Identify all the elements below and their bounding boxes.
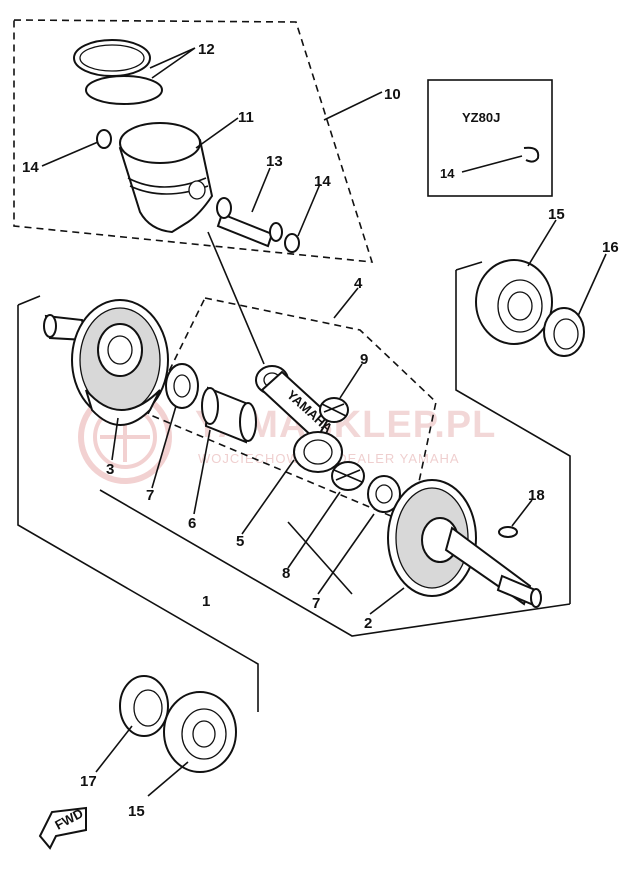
connecting-rod-group-dashed-outline: [146, 297, 437, 526]
callout-11: 11: [238, 109, 254, 126]
callout-15-bottom: 15: [128, 803, 145, 820]
callout-labels: 12 10 11 14 13 14 15 16 4 9 3 7 6 5 8 18…: [22, 41, 619, 820]
callout-8: 8: [282, 565, 290, 582]
callout-16: 16: [602, 239, 619, 256]
callout-10: 10: [384, 86, 401, 103]
callout-7-left: 7: [146, 487, 154, 504]
inset-model-label: YZ80J: [462, 110, 500, 125]
piston-pin: [216, 197, 283, 248]
woodruff-key: [498, 526, 518, 538]
piston-rings: [73, 39, 163, 105]
callout-14-left: 14: [22, 159, 39, 176]
piston-group-dashed-outline: [13, 19, 374, 263]
callout-9: 9: [360, 351, 368, 368]
crank-bearing-top: [475, 259, 553, 345]
crank-bearing-bottom: [163, 691, 237, 773]
inset-clip: [523, 146, 540, 163]
callout-7-right: 7: [312, 595, 320, 612]
callout-13: 13: [266, 153, 283, 170]
forward-arrow-icon: FWD: [38, 806, 87, 850]
crank-pin: [201, 386, 257, 444]
callout-4: 4: [354, 275, 363, 292]
oil-seal-bottom: [119, 675, 169, 737]
crankshaft-assembly-outline: [17, 305, 259, 712]
crank-left-half: [43, 299, 169, 426]
inset-part-label: 14: [440, 166, 455, 181]
callout-15-top: 15: [548, 206, 565, 223]
piston-pin-clip-left: [96, 129, 112, 149]
callout-18: 18: [528, 487, 545, 504]
big-end-bearing: [331, 461, 365, 491]
callout-1: 1: [202, 593, 210, 610]
piston-pin-clip-right: [284, 233, 300, 253]
thrust-washer-left: [165, 363, 199, 409]
callout-3: 3: [106, 461, 114, 478]
callout-12: 12: [198, 41, 215, 58]
callout-17: 17: [80, 773, 97, 790]
thrust-washer-right: [367, 475, 401, 513]
leader-lines: [41, 47, 607, 797]
inset-box: YZ80J 14: [427, 79, 553, 197]
callout-14-right: 14: [314, 173, 331, 190]
callout-2: 2: [364, 615, 372, 632]
crank-right-half: [387, 479, 542, 608]
piston: [118, 122, 214, 234]
callout-6: 6: [188, 515, 196, 532]
small-end-bearing: [319, 397, 349, 423]
oil-seal-top: [543, 307, 585, 357]
callout-5: 5: [236, 533, 244, 550]
